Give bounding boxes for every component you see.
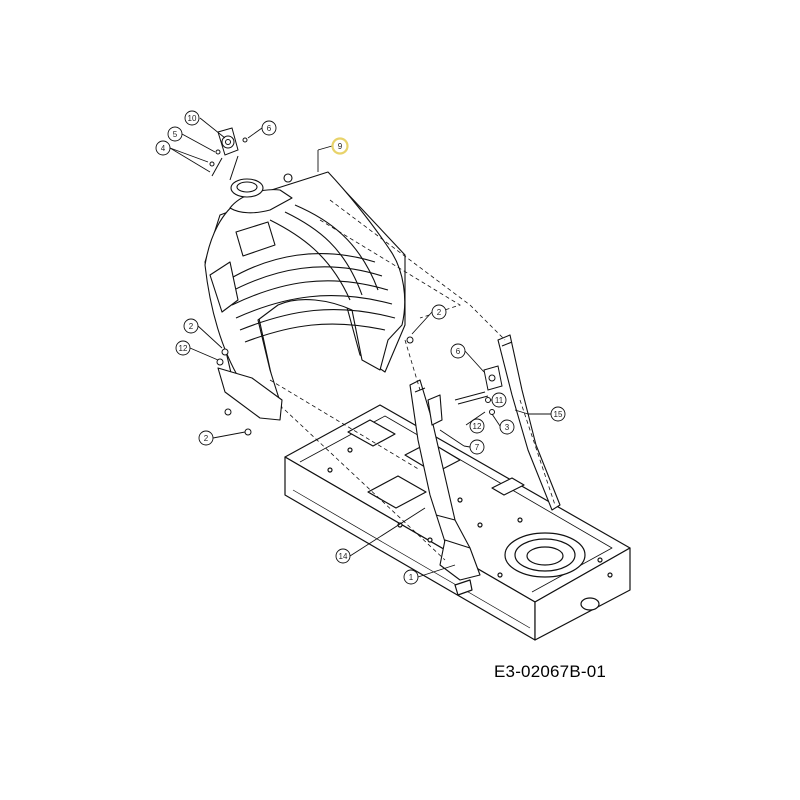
drawing-number: E3-02067B-01 xyxy=(494,662,607,681)
callout-11-label: 11 xyxy=(495,396,504,405)
callout-14: 14 xyxy=(335,548,351,564)
callout-1-label: 1 xyxy=(409,573,414,582)
callout-11: 11 xyxy=(491,392,507,408)
callout-9: 9 xyxy=(331,137,349,155)
callout-5: 5 xyxy=(167,126,183,142)
callout-6-top: 6 xyxy=(261,120,277,136)
callout-6-right: 6 xyxy=(450,343,466,359)
callout-1: 1 xyxy=(403,569,419,585)
callout-7-label: 7 xyxy=(475,443,480,452)
callout-2-right-label: 2 xyxy=(437,308,442,317)
left-support-bracket xyxy=(409,379,481,581)
callout-2-left-lower-label: 2 xyxy=(204,434,209,443)
callout-6-right-label: 6 xyxy=(456,347,461,356)
callout-12-right: 12 xyxy=(469,418,485,434)
callouts: 10 5 6 4 9 2 12 2 xyxy=(155,110,566,585)
callout-12-left-label: 12 xyxy=(179,344,188,353)
leader-lines xyxy=(169,117,529,578)
callout-12-right-label: 12 xyxy=(473,422,482,431)
callout-3: 3 xyxy=(499,419,515,435)
callout-2-left-lower: 2 xyxy=(198,430,214,446)
callout-2-left-upper-label: 2 xyxy=(189,322,194,331)
chassis-frame xyxy=(284,404,631,641)
callout-4-label: 4 xyxy=(161,144,166,153)
dash-panel xyxy=(204,171,406,421)
callout-2-right: 2 xyxy=(431,304,447,320)
callout-10: 10 xyxy=(184,110,200,126)
ignition-switch xyxy=(211,127,239,181)
callout-14-label: 14 xyxy=(339,552,348,561)
callout-5-label: 5 xyxy=(173,130,178,139)
callout-9-label: 9 xyxy=(338,142,343,151)
callout-12-left: 12 xyxy=(175,340,191,356)
callout-10-label: 10 xyxy=(188,114,197,123)
callout-15-label: 15 xyxy=(554,410,563,419)
callout-2-left-upper: 2 xyxy=(183,318,199,334)
callout-3-label: 3 xyxy=(505,423,510,432)
right-support-bracket xyxy=(497,334,561,511)
callout-6-top-label: 6 xyxy=(267,124,272,133)
callout-4: 4 xyxy=(155,140,171,156)
callout-7: 7 xyxy=(463,439,485,455)
callout-15: 15 xyxy=(528,406,566,422)
switch-bracket xyxy=(454,365,503,405)
